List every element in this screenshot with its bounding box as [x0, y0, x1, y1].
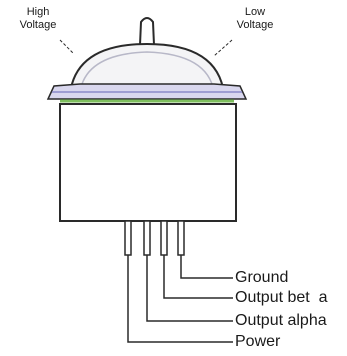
pins	[124, 220, 185, 256]
pin-label-power: Power	[235, 333, 281, 350]
dome	[68, 42, 226, 95]
high-voltage-label: High Voltage	[19, 6, 57, 31]
lead-ground	[180, 255, 233, 279]
pin-leads	[127, 255, 233, 343]
pin-output-alpha	[143, 220, 151, 256]
pin-output-beta	[160, 220, 168, 256]
lead-output-alpha	[146, 255, 233, 322]
pin-label-output-alpha: Output alpha	[235, 312, 327, 329]
pin-label-ground: Ground	[235, 269, 289, 286]
dome-contour	[79, 51, 215, 93]
top-knob	[138, 17, 156, 46]
low-voltage-leader	[213, 39, 233, 57]
pin-ground	[177, 220, 185, 256]
lead-output-beta	[163, 255, 233, 299]
detector-body	[59, 103, 237, 222]
pin-power	[124, 220, 132, 256]
high-voltage-leader	[59, 39, 75, 55]
low-voltage-label: Low Voltage	[236, 6, 274, 31]
lead-power	[127, 255, 233, 343]
pin-label-output-beta: Output bet a	[235, 289, 328, 306]
